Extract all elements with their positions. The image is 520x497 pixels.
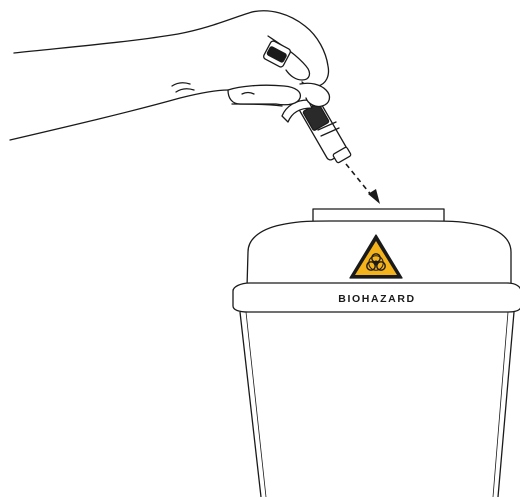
disposal-arrow: [346, 164, 380, 204]
disposal-arrow-head: [368, 189, 380, 204]
forearm-upper-edge: [14, 12, 252, 53]
sharps-container: BIOHAZARD: [233, 209, 520, 497]
container-body: [240, 312, 514, 497]
trefoil-center: [374, 261, 378, 265]
knuckle-crease: [176, 89, 194, 92]
hand-holding-injector: [10, 11, 351, 164]
container-body-inner: [246, 312, 508, 497]
knuckle-crease: [172, 83, 190, 86]
index-finger: [228, 85, 300, 105]
forearm-lower-edge: [10, 90, 228, 140]
container-label: BIOHAZARD: [338, 293, 415, 305]
container-lid-plug: [313, 209, 444, 222]
disposal-arrow-line: [346, 164, 372, 196]
